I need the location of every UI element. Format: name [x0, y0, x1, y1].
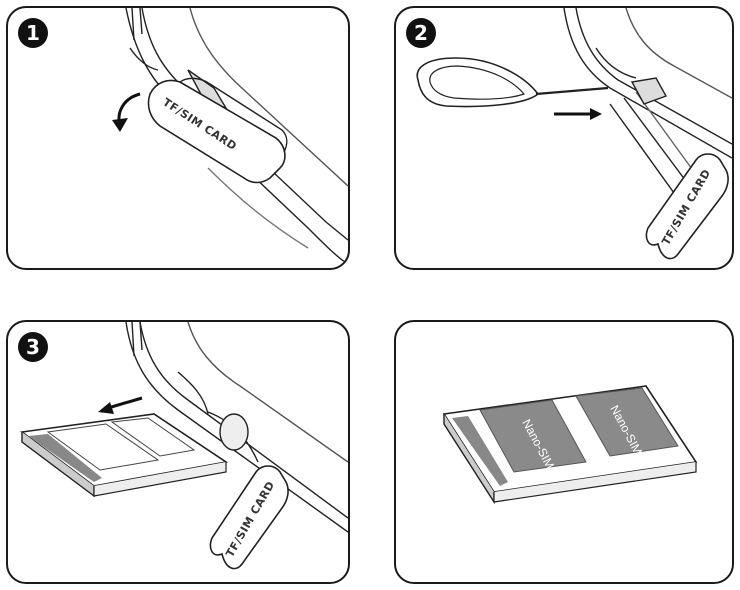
rotate-arrow-icon [112, 92, 141, 132]
step-2-illustration: TF/SIM CARD [416, 8, 732, 260]
step-1-panel: TF/SIM CARD 1 [6, 6, 350, 270]
ejector-pin [416, 57, 609, 108]
step-number-badge: 1 [18, 18, 48, 48]
pull-arrow-icon [98, 396, 143, 414]
step-4-panel: Nano-SIM2 Nano-SIM1 [394, 320, 734, 584]
push-arrow-icon [554, 108, 602, 120]
nano-sim-2-slot: Nano-SIM2 [479, 399, 587, 477]
step-3-illustration: TF/SIM CARD [19, 322, 348, 570]
nano-sim-1-slot: Nano-SIM1 [575, 387, 679, 463]
step-1-illustration: TF/SIM CARD [112, 8, 348, 265]
sim-cover-flap: TF/SIM CARD [645, 153, 729, 260]
sim-cover-flap: TF/SIM CARD [209, 465, 289, 570]
step-number-badge: 2 [406, 18, 436, 48]
step-2-panel: TF/SIM CARD 2 [394, 6, 734, 270]
sim-tray [19, 413, 229, 498]
step-number-badge: 3 [18, 332, 48, 362]
step-3-panel: TF/SIM CARD 3 [6, 320, 350, 584]
step-4-illustration: Nano-SIM2 Nano-SIM1 [442, 385, 698, 505]
